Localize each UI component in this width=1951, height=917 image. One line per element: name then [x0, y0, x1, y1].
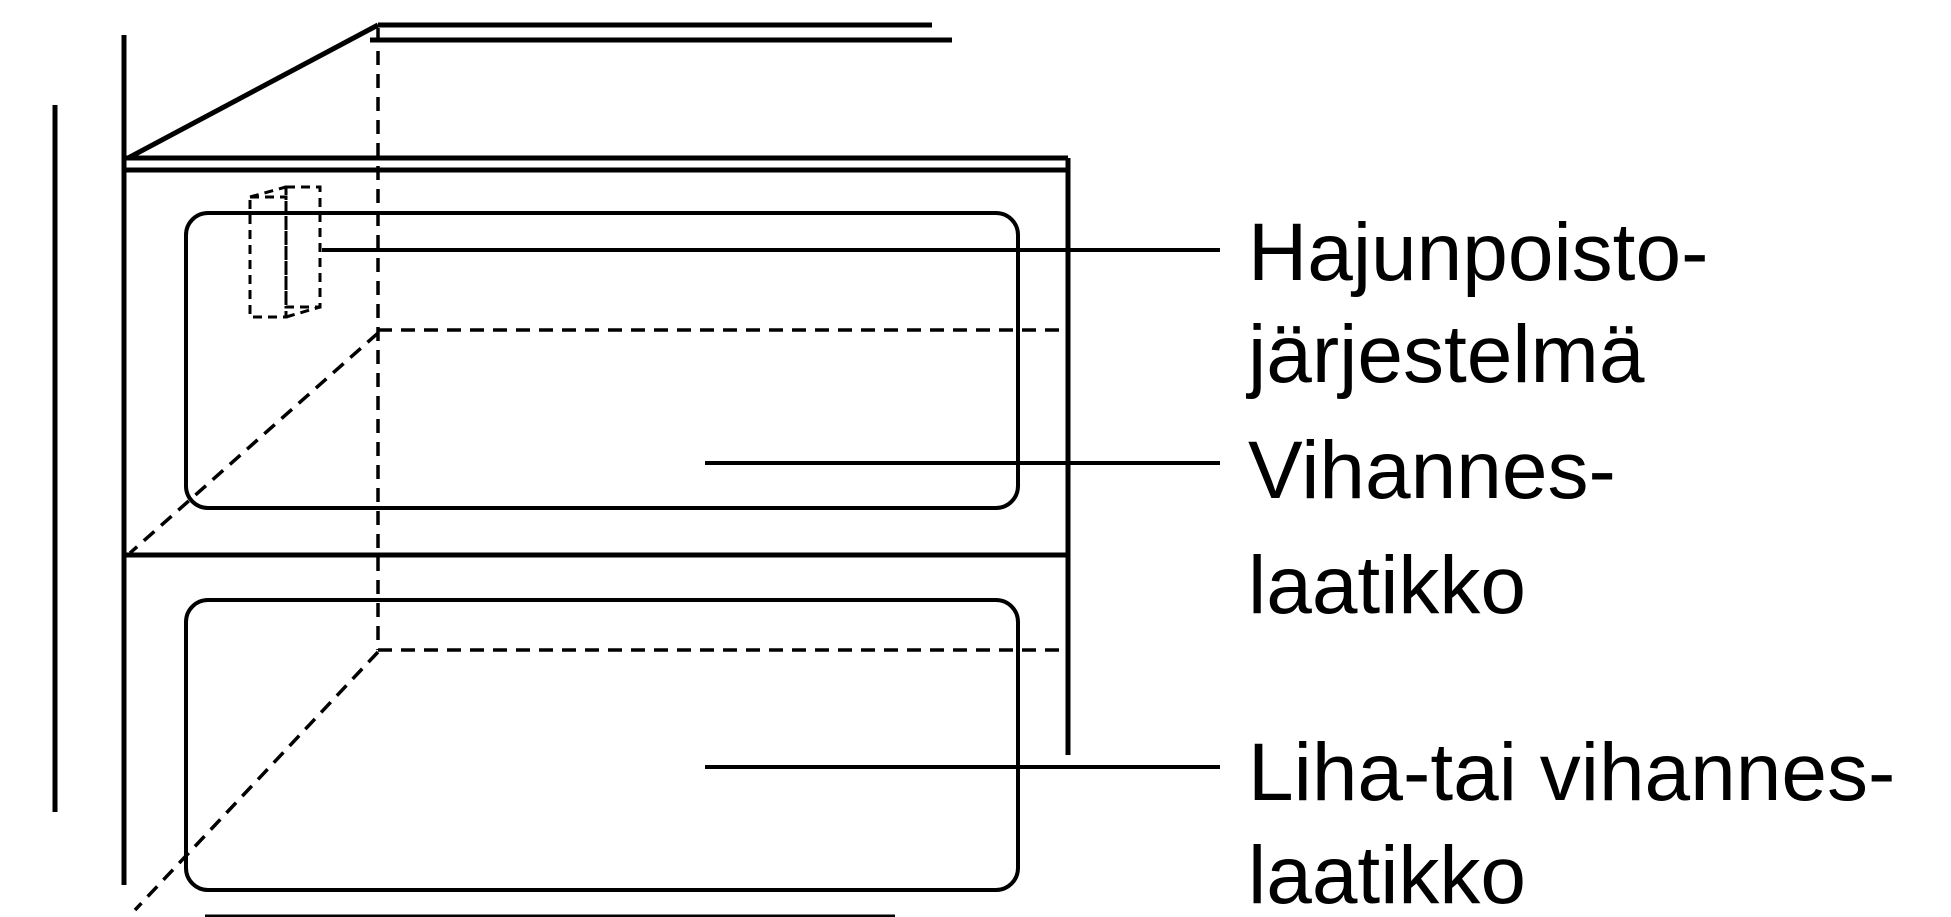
- meat-drawer-label-line1: Liha-tai vihannes-: [1248, 727, 1895, 818]
- lower-diagonal-edge: [133, 650, 380, 912]
- odor-label-line2: järjestelmä: [1246, 309, 1645, 400]
- odor-filter-bottom-link: [285, 305, 321, 319]
- upper-diagonal-edge: [128, 331, 380, 555]
- hidden-edges: [128, 28, 1065, 912]
- meat-drawer-label-line2: laatikko: [1248, 830, 1526, 917]
- meat-or-vegetable-drawer: [184, 598, 1020, 892]
- vegetable-drawer: [184, 211, 1020, 510]
- vegetable-drawer-label-line2: laatikko: [1248, 540, 1526, 631]
- callout-lines: [322, 248, 1220, 769]
- odor-filter-front: [248, 195, 288, 319]
- odor-filter-top-link: [249, 185, 287, 199]
- odor-filter-side: [284, 185, 322, 309]
- top-slant-edge: [126, 22, 380, 161]
- callout-labels: Hajunpoisto- järjestelmä Vihannes- laati…: [1246, 207, 1895, 917]
- drawers: [184, 211, 1020, 892]
- vegetable-drawer-label-line1: Vihannes-: [1248, 425, 1616, 516]
- odor-filter-icon: [248, 185, 322, 319]
- odor-label-line1: Hajunpoisto-: [1248, 207, 1708, 298]
- cabinet-outline: [52, 22, 1071, 917]
